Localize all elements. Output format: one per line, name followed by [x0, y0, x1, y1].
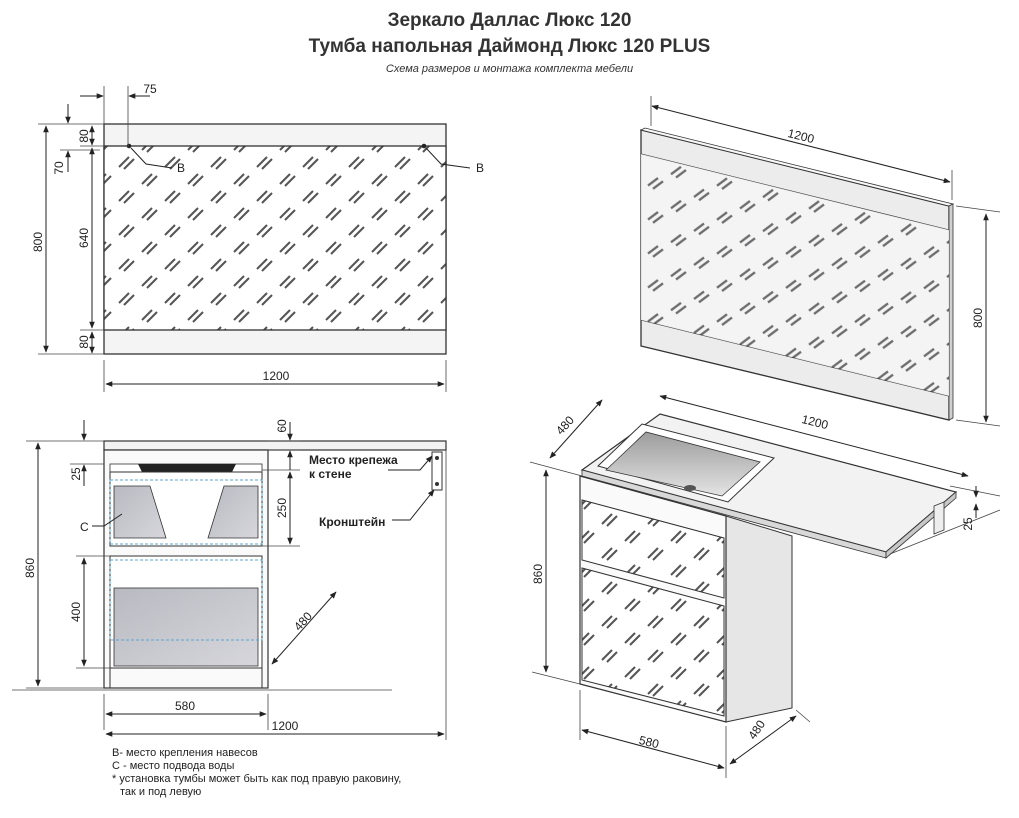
note-c: C - место подвода воды — [112, 760, 235, 772]
dim-mirror-glass: 640 — [77, 228, 91, 248]
mirror-front-view: B B 800 80 640 80 7 — [31, 82, 484, 392]
dim-cabinet-width: 580 — [175, 699, 195, 713]
mirror-glass — [103, 145, 447, 331]
dim-mirror-bottom: 80 — [77, 335, 91, 349]
notes: B- место крепления навесов C - место под… — [112, 747, 401, 799]
dim-mirror-iso-width: 1200 — [786, 126, 816, 146]
note-b: B- место крепления навесов — [112, 747, 258, 759]
dim-mirror-height: 800 — [31, 232, 45, 252]
dim-cabinet-depth: 480 — [291, 609, 315, 633]
title-cabinet: Тумба напольная Даймонд Люкс 120 PLUS — [308, 36, 711, 57]
dim-drawer1: 250 — [275, 498, 289, 518]
subtitle: Схема размеров и монтажа комплекта мебел… — [385, 63, 634, 75]
dim-mount-horizontal: 75 — [143, 82, 157, 96]
dim-iso-height: 860 — [531, 564, 545, 584]
dim-cabinet-height: 860 — [23, 558, 37, 578]
cabinet-front-view: Место крепежа к стене Кронштейн C — [12, 419, 447, 740]
dim-iso-width: 580 — [638, 733, 661, 752]
dim-drawer2: 400 — [69, 602, 83, 622]
dim-iso-depth-top: 480 — [553, 413, 577, 437]
dim-cabinet-gap: 25 — [69, 467, 83, 481]
cabinet-iso-view: 860 480 1200 580 480 25 — [529, 394, 1001, 778]
mount-label-b-right: B — [476, 161, 484, 175]
dim-mirror-top: 80 — [77, 129, 91, 143]
dim-mirror-iso-height: 800 — [971, 308, 985, 328]
note-install-2: так и под левую — [120, 786, 202, 798]
label-wall-mount-1: Место крепежа — [309, 453, 398, 467]
mount-label-b-left: B — [177, 161, 185, 175]
dim-mirror-width: 1200 — [263, 369, 290, 383]
countertop-front — [103, 440, 447, 451]
title-mirror: Зеркало Даллас Люкс 120 — [387, 10, 632, 31]
dim-mount-vertical: 70 — [52, 161, 66, 175]
label-wall-mount-2: к стене — [309, 467, 352, 481]
note-install: * установка тумбы может быть как под пра… — [112, 773, 402, 785]
dim-total-width: 1200 — [272, 719, 299, 733]
dim-iso-width-top: 1200 — [800, 412, 830, 432]
label-bracket: Кронштейн — [319, 515, 385, 529]
label-water-c: C — [80, 520, 89, 534]
dim-iso-thickness: 25 — [961, 517, 975, 531]
dim-top-60: 60 — [275, 419, 289, 433]
